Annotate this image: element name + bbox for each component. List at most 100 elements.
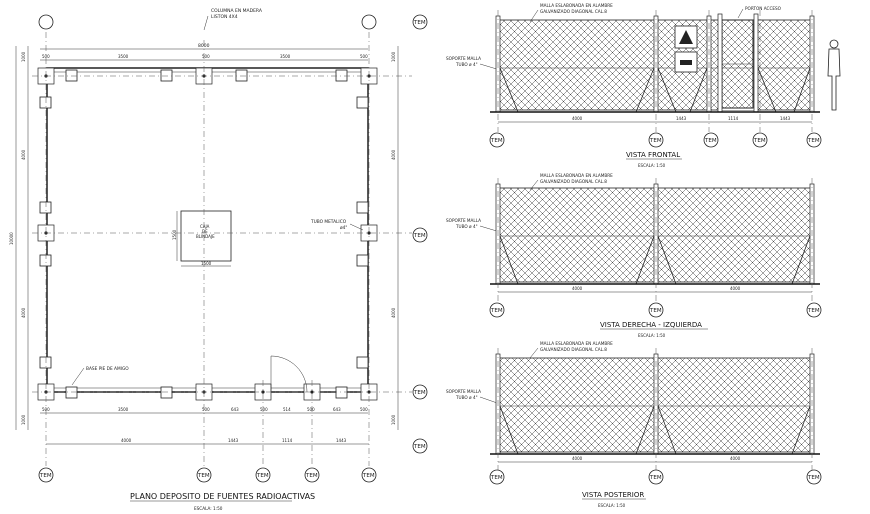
dim-axis-1: 4000	[121, 438, 132, 443]
dim-left-2: 4000	[21, 149, 26, 160]
side-support-note-1: SOPORTE MALLA	[446, 218, 481, 223]
back-mesh-note-2: GALVANIZADO DIAGONAL CAL.8	[540, 347, 607, 352]
axis-bubble	[38, 467, 54, 483]
axis-bubble	[38, 14, 54, 30]
dim-top-2: 3500	[118, 54, 129, 59]
dim-bottom-2: 3500	[118, 407, 129, 412]
axis-bubble	[806, 469, 822, 485]
dim-top-1: 500	[42, 54, 50, 59]
axis-bubble	[412, 438, 428, 454]
dim-bottom-8: 643	[333, 407, 341, 412]
box-label-1: CAJA	[200, 224, 210, 229]
axis-tag: TEM	[197, 473, 210, 479]
dim-left-total: 10000	[9, 232, 14, 245]
front-dim-1: 4000	[572, 116, 583, 121]
side-dim-2: 4000	[730, 286, 741, 291]
back-title: VISTA POSTERIOR	[582, 491, 644, 499]
axis-bubble	[489, 132, 505, 148]
plan-view: COLUMNA EN MADERA LISTON 4X4 8000 500 35…	[9, 8, 428, 511]
gate-leader	[737, 8, 744, 19]
base-note: BASE PIE DE AMIGO	[86, 366, 129, 372]
axis-bubble	[648, 302, 664, 318]
axis-bubble	[806, 302, 822, 318]
dim-top-4: 3500	[280, 54, 291, 59]
column-leader	[203, 15, 209, 31]
axis-bubble	[648, 132, 664, 148]
axis-bubble	[361, 467, 377, 483]
shielding-box	[180, 210, 232, 262]
info-sign-mark	[680, 60, 692, 65]
dim-left-1: 1000	[21, 51, 26, 62]
axis-bubble	[196, 467, 212, 483]
front-mesh-note-2: GALVANIZADO DIAGONAL CAL.8	[540, 9, 607, 14]
dim-axis-2: 1443	[228, 438, 239, 443]
axis-bubble	[361, 14, 377, 30]
box-label-3: BLINDAJE	[196, 234, 215, 239]
axis-bubble	[806, 132, 822, 148]
box-dim-h: 1500	[201, 261, 212, 266]
axis-tag: TEM	[413, 233, 426, 239]
axis-bubble	[703, 132, 719, 148]
front-braces	[499, 67, 811, 113]
back-dim-1: 4000	[572, 456, 583, 461]
axis-bubble	[412, 14, 428, 30]
axis-bubble	[304, 467, 320, 483]
axis-tag: TEM	[649, 138, 662, 144]
front-title: VISTA FRONTAL	[626, 151, 680, 159]
dim-bottom-4: 643	[231, 407, 239, 412]
box-dim-v: 1500	[172, 229, 177, 240]
side-mesh-note-1: MALLA ESLABONADA EN ALAMBRE	[540, 173, 613, 178]
back-mesh-note-1: MALLA ESLABONADA EN ALAMBRE	[540, 341, 613, 346]
side-title: VISTA DERECHA - IZQUIERDA	[600, 321, 702, 329]
back-dim-2: 4000	[730, 456, 741, 461]
axis-tag: TEM	[704, 138, 717, 144]
back-scale: ESCALA: 1:50	[598, 503, 626, 508]
axis-tag: TEM	[807, 308, 820, 314]
warning-icon	[679, 30, 693, 44]
dim-top-5: 500	[360, 54, 368, 59]
axis-tag: TEM	[413, 20, 426, 26]
back-mesh-leader	[529, 347, 539, 359]
front-elevation: MALLA ESLABONADA EN ALAMBRE GALVANIZADO …	[446, 3, 841, 168]
base-leader	[71, 367, 85, 386]
axis-tag: TEM	[305, 473, 318, 479]
dim-bottom-5: 500	[260, 407, 268, 412]
axis-tag: TEM	[256, 473, 269, 479]
dim-right-2: 4000	[391, 149, 396, 160]
front-axis-lines	[497, 10, 813, 132]
axis-tag: TEM	[413, 444, 426, 450]
back-braces	[499, 405, 811, 455]
pipe-note: TUBO METALICO	[310, 219, 347, 225]
axis-tag: TEM	[413, 390, 426, 396]
side-support-note-2: TUBO ø 4"	[455, 224, 478, 229]
front-support-note-1: SOPORTE MALLA	[446, 56, 481, 61]
axis-tag: TEM	[490, 308, 503, 314]
side-scale: ESCALA: 1:50	[638, 333, 666, 338]
plan-scale: ESCALA: 1:50	[194, 506, 223, 511]
dim-right-3: 4000	[391, 307, 396, 318]
dim-top-3: 500	[202, 54, 210, 59]
column-note: COLUMNA EN MADERA	[211, 8, 263, 14]
dim-bottom-6: 514	[283, 407, 291, 412]
side-elevation: MALLA ESLABONADA EN ALAMBRE GALVANIZADO …	[446, 173, 822, 338]
side-axis-lines	[497, 178, 813, 302]
side-dim-1: 4000	[572, 286, 583, 291]
gate-note: PORTON ACCESO	[745, 6, 782, 11]
back-elevation: MALLA ESLABONADA EN ALAMBRE GALVANIZADO …	[446, 341, 822, 508]
axis-tag: TEM	[807, 138, 820, 144]
dim-bottom-7: 500	[307, 407, 315, 412]
dim-axis-4: 1443	[336, 438, 347, 443]
dim-right-4: 1000	[391, 414, 396, 425]
back-axis-lines	[497, 348, 813, 470]
front-dim-2: 1443	[676, 116, 687, 121]
back-support-note-1: SOPORTE MALLA	[446, 389, 481, 394]
front-dim-3: 1114	[728, 116, 739, 121]
back-support-note-2: TUBO ø 4"	[455, 395, 478, 400]
plan-axis-bubbles: TEM TEM TEM TEM TEM TEM TEM TEM TEM	[38, 14, 428, 483]
axis-bubble	[412, 227, 428, 243]
side-braces	[499, 235, 811, 285]
axis-bubble	[489, 469, 505, 485]
axis-tag: TEM	[649, 308, 662, 314]
